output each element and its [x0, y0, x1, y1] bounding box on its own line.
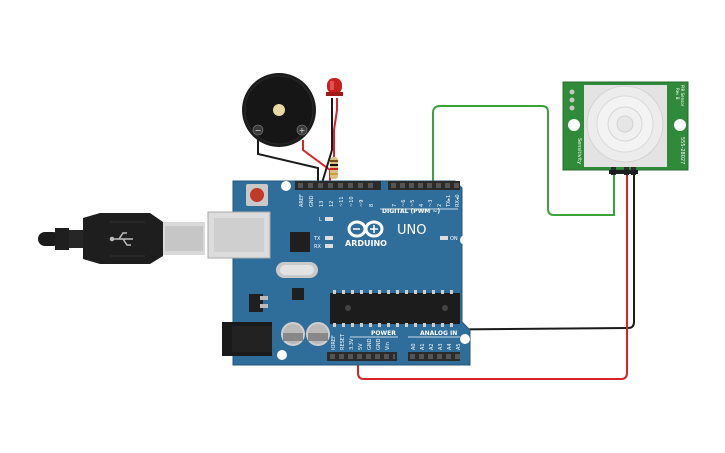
l-label: L	[319, 217, 322, 223]
l-led	[325, 217, 333, 221]
buzzer-negative-wire[interactable]	[257, 137, 319, 183]
pin-label: TX▸1	[446, 195, 452, 208]
pin-label: A5	[456, 343, 462, 350]
pin-label: RX◂0	[455, 194, 461, 207]
on-led	[440, 236, 448, 240]
pin-label: 8	[369, 204, 375, 207]
mounting-hole	[460, 334, 470, 344]
pin-label: A2	[429, 343, 435, 350]
tx-led	[325, 236, 333, 240]
pin-label: A1	[420, 343, 426, 350]
pin-label: AREF	[299, 194, 305, 207]
digital-header-right[interactable]	[388, 181, 460, 190]
power-label: POWER	[371, 330, 396, 337]
arduino-board[interactable]: AREF GND 13 12 ~11 ~10 ~9 8 7 ~6 ~5 4 ~3…	[207, 180, 471, 366]
green-wire[interactable]	[432, 105, 615, 216]
buzzer-center	[273, 104, 285, 116]
pin-label: 7	[392, 204, 398, 207]
buzzer[interactable]: − +	[242, 73, 316, 147]
arduino-logo-text: ARDUINO	[345, 239, 387, 248]
led-leg-cathode	[321, 98, 333, 184]
pir-sensor[interactable]: Sensitivity 555-28027 PIR Sensor Rev B	[562, 81, 689, 175]
pin-label: ~10	[349, 196, 355, 207]
pin-label: GND	[367, 338, 373, 350]
pin-label: A3	[438, 343, 444, 350]
rx-led	[325, 244, 333, 248]
mounting-hole	[277, 350, 287, 360]
pin-label: ~9	[359, 200, 365, 207]
on-label: ON	[450, 236, 458, 242]
mounting-hole	[460, 235, 470, 245]
rx-label: RX	[314, 244, 321, 250]
analog-label: ANALOG IN	[420, 330, 457, 337]
pin-label: GND	[376, 338, 382, 350]
resistor[interactable]	[330, 157, 338, 179]
pir-part-label: 555-28027	[679, 137, 685, 164]
pin-label: 5V	[358, 343, 364, 350]
usb-chip	[290, 232, 310, 252]
red-led[interactable]	[326, 78, 343, 96]
pir-title-label: PIR Sensor	[680, 85, 685, 107]
tx-label: TX	[313, 236, 321, 242]
usb-cable[interactable]	[38, 213, 205, 264]
pir-rev-label: Rev B	[675, 88, 680, 100]
mounting-hole	[281, 181, 291, 191]
atmega-chip	[330, 293, 460, 324]
usb-icon	[109, 232, 133, 246]
pin-label: ~11	[339, 196, 345, 207]
pin-label: 13	[319, 201, 325, 207]
pin-label: GND	[309, 195, 315, 207]
pin-label: Vin	[385, 342, 391, 350]
pin-label: 3.3V	[349, 338, 355, 350]
pin-label: 2	[437, 204, 443, 207]
black-wire[interactable]	[387, 172, 635, 352]
digital-label: DIGITAL (PWM ~)	[382, 208, 440, 215]
pir-sensitivity-label: Sensitivity	[576, 138, 582, 164]
board-model: UNO	[397, 223, 426, 238]
pin-label: 12	[329, 201, 335, 207]
buzzer-positive-wire[interactable]	[302, 140, 331, 183]
pin-label: ~5	[410, 200, 416, 207]
red-wire[interactable]	[357, 172, 628, 380]
pin-label: A4	[447, 343, 453, 350]
mounting-hole	[674, 119, 686, 131]
pin-label: RESET	[340, 333, 346, 350]
pin-label: ~6	[401, 200, 407, 207]
pin-label: IOREF	[331, 335, 337, 350]
buzzer-plus-label: +	[299, 126, 306, 135]
led-leg-anode	[333, 98, 338, 158]
pin-label: 4	[419, 204, 425, 207]
buzzer-minus-label: −	[255, 126, 262, 135]
mounting-hole	[568, 119, 580, 131]
pin-label: ~3	[428, 200, 434, 207]
arduino-logo-icon	[347, 220, 384, 238]
pin-label: A0	[411, 343, 417, 350]
analog-header[interactable]	[408, 352, 460, 361]
